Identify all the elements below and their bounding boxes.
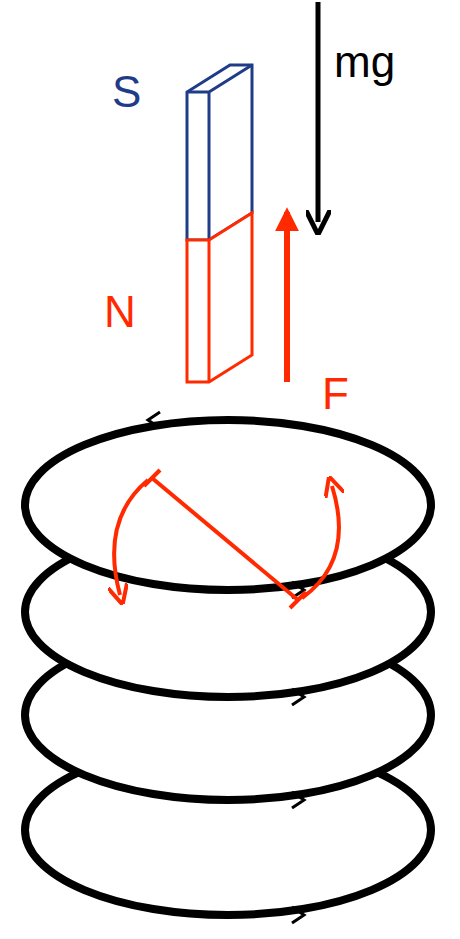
force-label: mg (334, 40, 395, 84)
north-pole-edge (208, 240, 211, 382)
current-arrow (292, 907, 304, 923)
rotation-arrow (302, 486, 339, 598)
north-pole (187, 213, 252, 382)
gravity-arrow (316, 2, 321, 222)
current-arrow (292, 689, 304, 705)
bar-magnet (187, 65, 252, 382)
pole-label: N (104, 290, 136, 334)
force-label: F (322, 372, 349, 416)
rotation-arrow (114, 480, 148, 595)
current-arrow (148, 412, 160, 428)
rotation-symbol (114, 470, 339, 608)
south-pole (187, 65, 252, 240)
force-arrow (284, 212, 290, 382)
south-pole-edge (187, 65, 252, 240)
pole-label: S (112, 70, 141, 114)
current-arrow (292, 792, 304, 808)
coil (25, 420, 431, 915)
coil-loop (25, 420, 431, 590)
rotating-bar (152, 478, 298, 600)
current-arrows (148, 412, 304, 923)
